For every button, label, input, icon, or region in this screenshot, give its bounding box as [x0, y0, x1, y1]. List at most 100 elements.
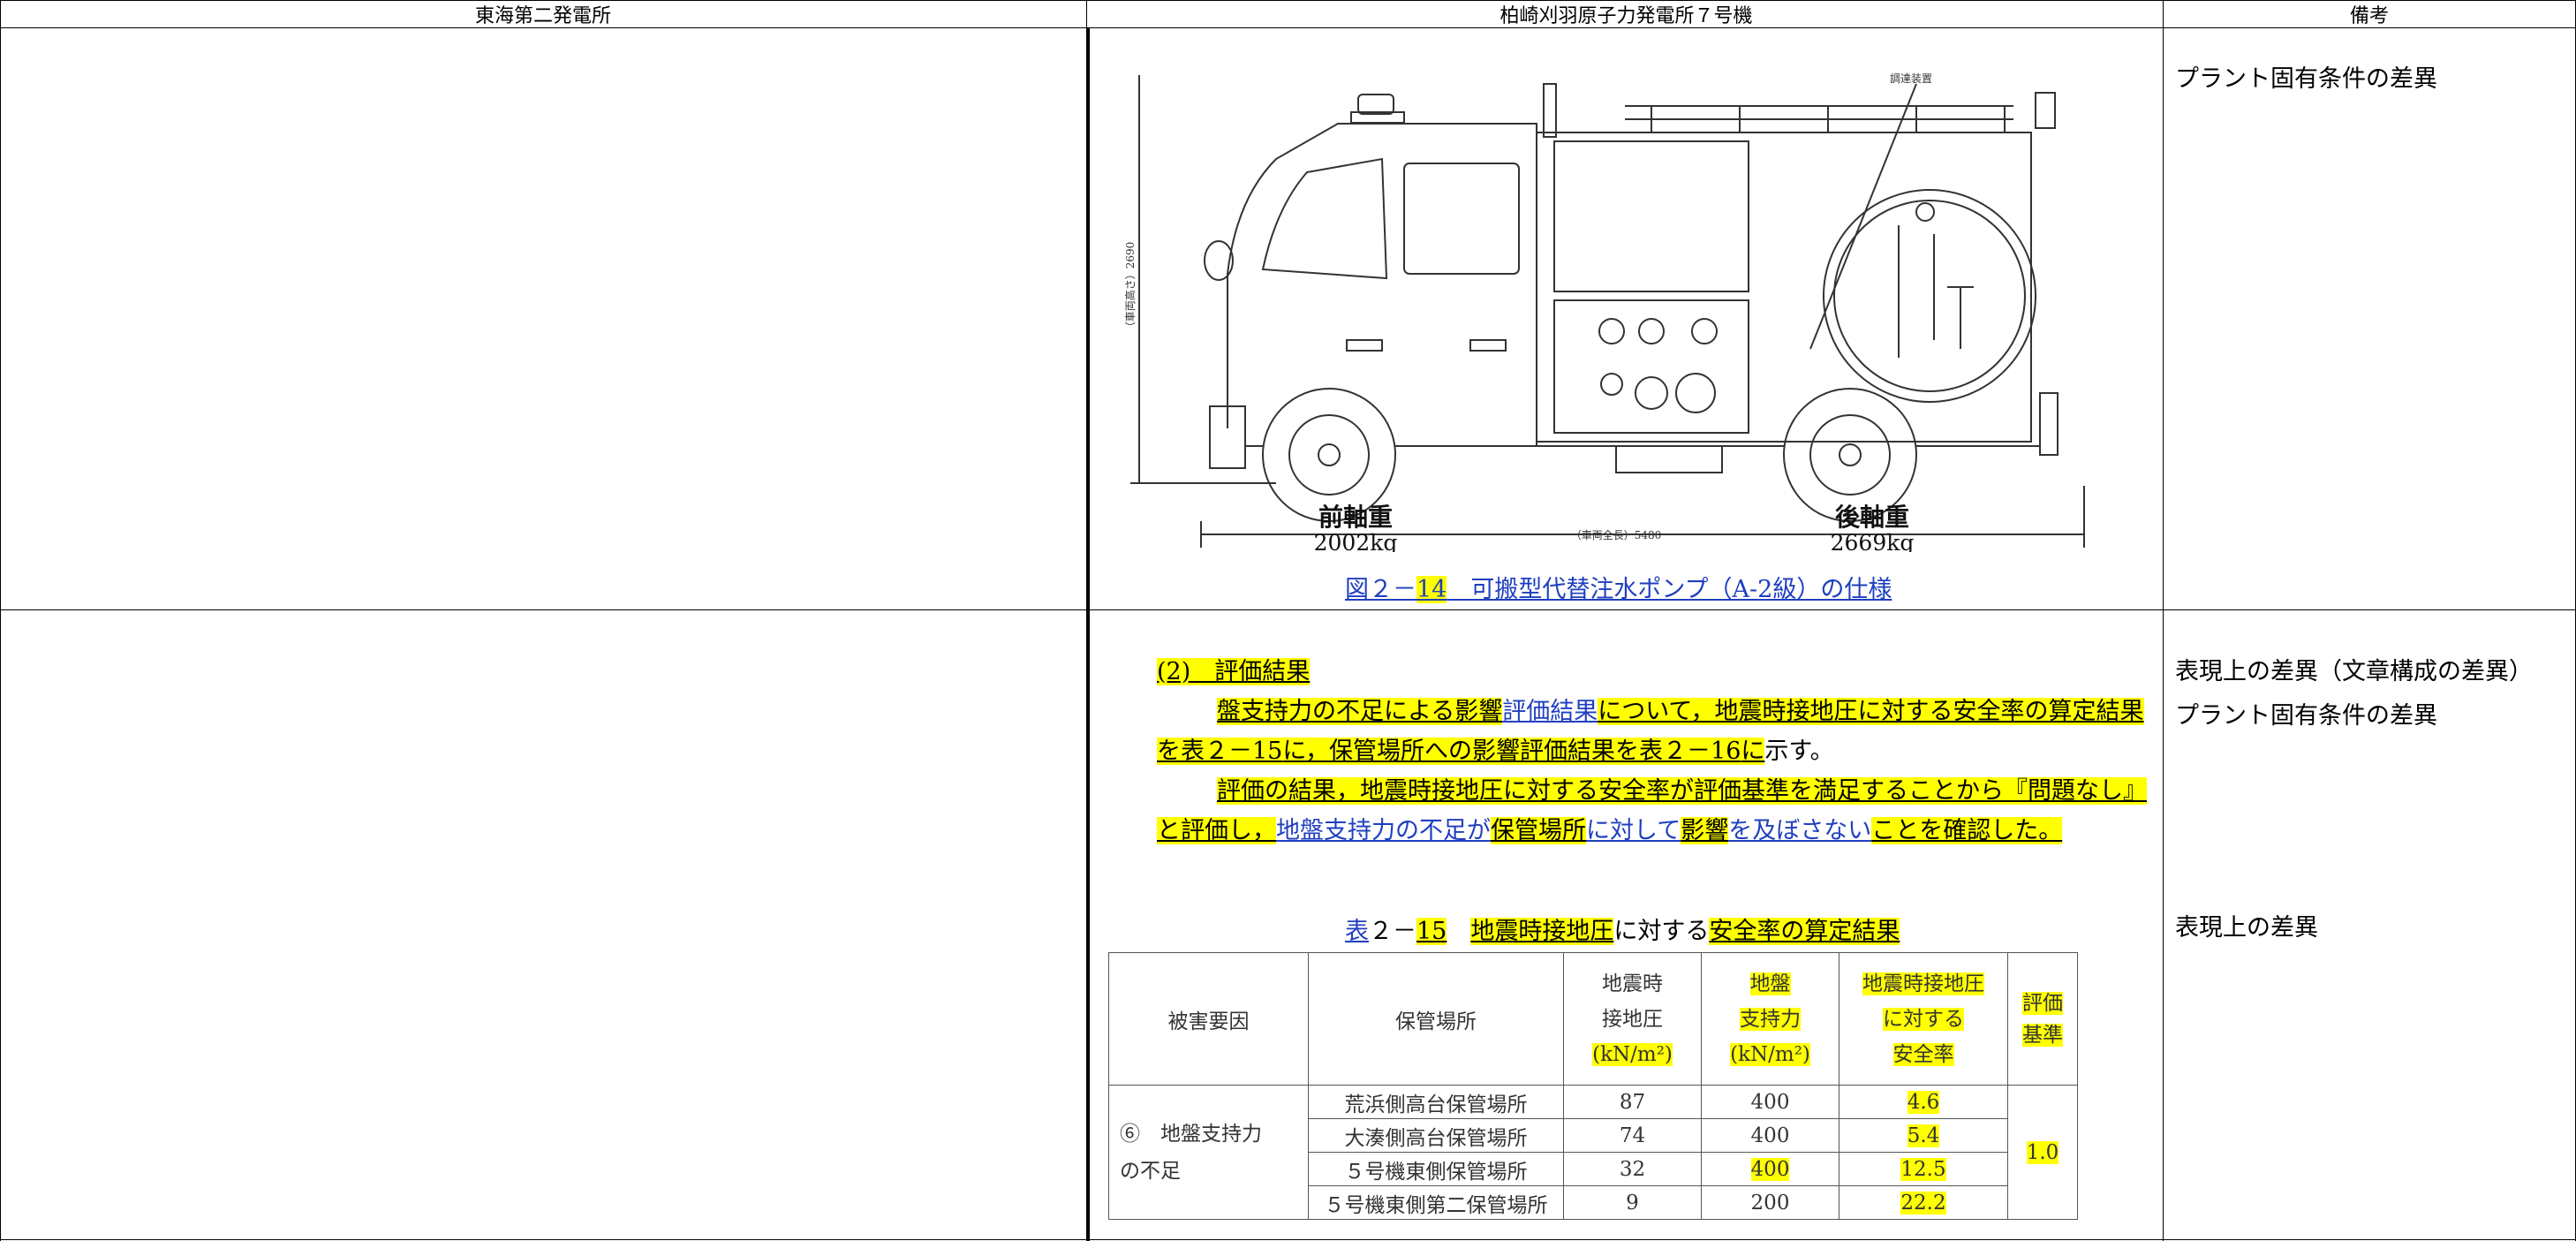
header-remarks: 備考 [2164, 0, 2575, 28]
table-header-row: 被害要因 保管場所 地震時接地圧(kN/m²) 地盤支持力(kN/m²) 地震時… [1108, 952, 2078, 1086]
table-caption: 表２－15 地震時接地圧に対する安全率の算定結果 [1345, 912, 1900, 946]
callout-label: 調達装置 [1890, 72, 1932, 85]
table-row: ５号機東側保管場所 32 400 12.5 [1109, 1152, 2078, 1186]
th-factor: 被害要因 [1108, 952, 1309, 1086]
column-divider-2 [2163, 0, 2164, 1241]
th-capacity-1: 地盤 [1749, 972, 1791, 995]
p1-seg-g: 16 [1711, 738, 1741, 765]
table-caption-prefix: 表 [1345, 918, 1369, 945]
header-kashiwazaki: 柏崎刈羽原子力発電所７号機 [1090, 0, 2163, 28]
cell-capacity: 400 [1701, 1085, 1839, 1119]
th-capacity: 地盤支持力 (kN/m²) [1701, 952, 1839, 1086]
length-dimension: （車両全長）5480 [1571, 528, 1662, 541]
th-location: 保管場所 [1308, 952, 1564, 1086]
p1-seg-e: 15 [1252, 738, 1283, 765]
cell-capacity: 400 [1701, 1152, 1839, 1186]
cell-ratio-value: 4.6 [1907, 1090, 1940, 1114]
column-divider-1 [1086, 27, 1090, 1241]
table-caption-a: 地震時接地圧 [1470, 918, 1614, 945]
section-heading: (2) 評価結果 [1157, 652, 2155, 692]
th-pressure-1: 地震時 [1602, 972, 1663, 995]
th-pressure: 地震時接地圧(kN/m²) [1563, 952, 1702, 1086]
table-caption-space [1447, 918, 1470, 945]
cell-ratio: 22.2 [1839, 1185, 2008, 1220]
cell-location: ５号機東側第二保管場所 [1308, 1185, 1564, 1220]
front-axle-weight: 2002kg [1314, 530, 1398, 552]
cell-factor-line2: の不足 [1120, 1159, 1181, 1183]
cell-pressure: 74 [1563, 1118, 1702, 1153]
cell-ratio: 12.5 [1839, 1152, 2008, 1186]
left-border [0, 0, 1, 1241]
table-caption-mid: ２－ [1369, 918, 1416, 945]
figure-caption-number: 14 [1416, 576, 1447, 603]
p2-seg-d: 保管場所 [1491, 817, 1586, 844]
height-dimension: （車両高さ）2690 [1123, 242, 1137, 333]
cell-factor-line1: ⑥ 地盤支持力 [1120, 1122, 1262, 1146]
table-caption-number: 15 [1416, 918, 1447, 945]
cell-pressure: 9 [1563, 1185, 1702, 1220]
rear-axle-label: 後軸重 [1835, 503, 1909, 532]
figure-caption-prefix: 図２－ [1345, 576, 1416, 603]
cell-capacity: 200 [1701, 1185, 1839, 1220]
table-caption-b: に対する [1613, 918, 1710, 945]
remark-expression: 表現上の差異 [2175, 914, 2318, 942]
section-heading-text: (2) 評価結果 [1157, 658, 1311, 685]
p2-seg-h: ことを確認した。 [1871, 817, 2063, 844]
cell-ratio-value: 22.2 [1900, 1191, 1946, 1215]
th-criterion-1: 評価 [2022, 991, 2063, 1015]
cell-location: 大湊側高台保管場所 [1308, 1118, 1564, 1153]
cell-factor: ⑥ 地盤支持力の不足 [1108, 1085, 1309, 1220]
row-rule [0, 609, 2576, 610]
cell-pressure: 32 [1563, 1152, 1702, 1186]
cell-capacity-value: 400 [1750, 1157, 1790, 1181]
pump-truck-drawing: 調達装置 （車両高さ）2690 （車両全長）5480 前軸重 2002kg 後軸… [1123, 72, 2085, 552]
figure-caption: 図２－14 可搬型代替注水ポンプ（A-2級）の仕様 [1345, 570, 1892, 604]
column-divider-1-header [1086, 0, 1087, 27]
cell-location: 荒浜側高台保管場所 [1308, 1085, 1564, 1119]
p1-seg-f: に，保管場所への影響評価結果を表２－ [1282, 738, 1711, 765]
p2-seg-b: と評価し， [1157, 817, 1276, 844]
remark-expression-structure: 表現上の差異（文章構成の差異） [2175, 658, 2533, 685]
p2-seg-f: 影響 [1681, 817, 1729, 844]
safety-factor-table: 被害要因 保管場所 地震時接地圧(kN/m²) 地盤支持力(kN/m²) 地震時… [1108, 952, 2078, 1220]
table-caption-c: 安全率の算定結果 [1709, 918, 1900, 945]
cell-ratio: 4.6 [1839, 1085, 2008, 1119]
table-row: ５号機東側第二保管場所 9 200 22.2 [1109, 1185, 2078, 1220]
rear-axle-weight: 2669kg [1831, 530, 1915, 552]
th-criterion-2: 基準 [2022, 1023, 2063, 1047]
header-tokai: 東海第二発電所 [0, 0, 1086, 28]
cell-pressure: 87 [1563, 1085, 1702, 1119]
cell-criterion-value: 1.0 [2026, 1140, 2059, 1164]
cell-location: ５号機東側保管場所 [1308, 1152, 1564, 1186]
remark-plant-specific-2: プラント固有条件の差異 [2175, 702, 2437, 730]
p2-seg-e: に対して [1586, 817, 1681, 844]
th-capacity-2: 支持力 [1740, 1007, 1801, 1031]
cell-ratio: 5.4 [1839, 1118, 2008, 1153]
th-ratio-1: 地震時接地圧 [1862, 972, 1984, 995]
th-ratio: 地震時接地圧に対する安全率 [1839, 952, 2008, 1086]
front-axle-label: 前軸重 [1318, 503, 1393, 532]
th-ratio-2: に対する [1883, 1007, 1964, 1031]
th-pressure-2: 接地圧 [1602, 1007, 1663, 1031]
p1-seg-a: 盤支持力の不足による影響 [1217, 698, 1503, 725]
p1-seg-c: について，地震時接地圧に対する安全率の算定結 [1598, 698, 2120, 725]
cell-capacity: 400 [1701, 1118, 1839, 1153]
paragraph-2: 評価の結果，地震時接地圧に対する安全率が評価基準を満足することから『問題なし』と… [1157, 771, 2155, 851]
p1-seg-h: に [1741, 738, 1765, 765]
p1-seg-i: 示す。 [1764, 738, 1834, 765]
p2-seg-c: 地盤支持力の不足が [1276, 817, 1491, 844]
paragraph-1: 盤支持力の不足による影響評価結果について，地震時接地圧に対する安全率の算定結果を… [1157, 692, 2155, 771]
figure-caption-title: 可搬型代替注水ポンプ（A-2級）の仕様 [1447, 576, 1892, 603]
cell-ratio-value: 12.5 [1900, 1157, 1946, 1181]
cell-criterion: 1.0 [2007, 1085, 2078, 1220]
bottom-border [0, 1239, 2576, 1240]
p1-seg-b: 評価結果 [1502, 698, 1598, 725]
th-criterion: 評価基準 [2007, 952, 2078, 1086]
cell-ratio-value: 5.4 [1907, 1124, 1940, 1147]
th-capacity-unit: (kN/m²) [1730, 1042, 1810, 1066]
remark-plant-specific-1: プラント固有条件の差異 [2175, 65, 2437, 93]
th-ratio-3: 安全率 [1892, 1042, 1954, 1066]
top-border [0, 0, 2576, 1]
p2-seg-g: を及ぼさない [1728, 817, 1872, 844]
p2-seg-a: 評価の結果，地震時接地圧に対する安全率が評価基準を満足することから『問題なし』 [1217, 777, 2147, 805]
